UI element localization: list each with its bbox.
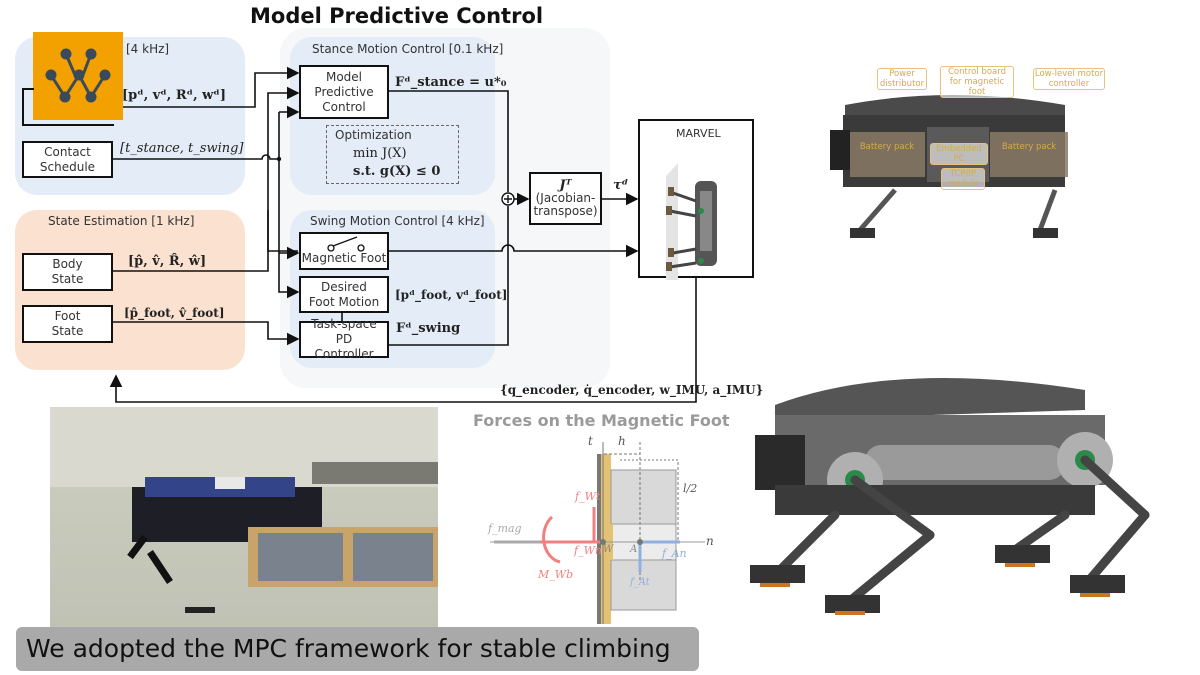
- optimization-objective: min J(X): [353, 146, 407, 161]
- optimization-box: Optimization min J(X) s.t. g(X) ≤ 0: [326, 125, 459, 184]
- foot-state-box: Foot State: [22, 305, 113, 343]
- dimension-l2-label: l/2: [683, 482, 698, 495]
- experiment-photo: [50, 407, 438, 627]
- f-wt-label: f_Wt: [575, 490, 601, 503]
- dimension-h-label: h: [618, 434, 626, 448]
- f-mag-label: f_mag: [488, 522, 522, 535]
- robot-climbing-icon: [666, 163, 717, 293]
- callout-motor-controller: Low-level motor controller: [1033, 68, 1105, 90]
- marvel-label: MARVEL: [676, 127, 721, 140]
- marvel-box: MARVEL: [638, 119, 754, 293]
- f-wn-label: f_Wn: [574, 544, 602, 557]
- magnetic-foot-force-diagram: [490, 442, 705, 624]
- foot-desired-signal: [pᵈ_foot, vᵈ_foot]: [395, 288, 508, 302]
- desired-state-signal: [pᵈ, vᵈ, Rᵈ, wᵈ]: [122, 88, 226, 103]
- m-wb-label: M_Wb: [538, 568, 574, 581]
- logo: [33, 32, 123, 120]
- optimization-title: Optimization: [335, 128, 412, 142]
- body-state-box: Body State: [22, 253, 113, 291]
- hardware-layout-image: Power distributor Control board for magn…: [815, 60, 1105, 250]
- planner-box-edge: [22, 88, 34, 126]
- jacobian-box: Jᵀ (Jacobian-transpose): [529, 172, 602, 225]
- axis-n-label: n: [706, 534, 714, 548]
- forces-title: Forces on the Magnetic Foot: [473, 411, 730, 430]
- network-graph-icon: [45, 48, 111, 103]
- torque-signal: τᵈ: [613, 178, 629, 193]
- optimization-constraint: s.t. g(X) ≤ 0: [353, 164, 441, 179]
- subtitle-caption: We adopted the MPC framework for stable …: [16, 627, 699, 671]
- body-estimate-signal: [p̂, v̂, R̂, ŵ]: [128, 254, 207, 269]
- jacobian-label: (Jacobian-transpose): [533, 191, 598, 218]
- callout-power-distributor: Power distributor: [877, 68, 927, 90]
- switch-icon: [327, 236, 365, 252]
- desired-foot-motion-box: Desired Foot Motion: [299, 276, 389, 313]
- callout-embedded-pc: Embedded PC: [930, 143, 988, 165]
- stance-force-signal: Fᵈ_stance = u*₀: [395, 75, 507, 90]
- robot-render-image: [745, 355, 1185, 615]
- point-a-label: A: [630, 544, 638, 555]
- forces-diagram: t h l/2 n f_mag f_Wt f_Wn M_Wb f_An f_At…: [480, 432, 720, 627]
- callout-magnetic-control-board: Control board for magnetic foot: [940, 66, 1014, 98]
- feedback-signal: {q_encoder, q̇_encoder, w_IMU, a_IMU}: [500, 383, 764, 397]
- magnetic-foot-label: Magnetic Foot: [301, 251, 387, 265]
- foot-estimate-signal: [p̂_foot, v̂_foot]: [124, 306, 225, 320]
- mpc-box: Model Predictive Control: [299, 65, 389, 119]
- jacobian-symbol: Jᵀ: [559, 178, 572, 193]
- callout-tcp-ip-module: TCP/IP module: [941, 168, 985, 190]
- f-an-label: f_An: [662, 547, 687, 560]
- callout-battery-right: Battery pack: [1001, 142, 1057, 152]
- swing-panel-label: Swing Motion Control [4 kHz]: [310, 214, 485, 228]
- contact-times-signal: [t_stance, t_swing]: [120, 141, 244, 156]
- pd-controller-box: Task-space PD Controller: [299, 317, 389, 361]
- axis-t-label: t: [588, 434, 593, 448]
- callout-battery-left: Battery pack: [859, 142, 915, 152]
- quadruped-robot-icon: [750, 378, 1150, 615]
- f-at-label: f_At: [630, 577, 650, 588]
- state-estimation-panel-label: State Estimation [1 kHz]: [48, 214, 195, 228]
- robot-walking-photo-icon: [50, 407, 438, 613]
- contact-schedule-box: Contact Schedule: [22, 141, 113, 178]
- diagram-title: Model Predictive Control: [250, 4, 544, 28]
- magnetic-foot-box: Magnetic Foot: [299, 232, 389, 270]
- planner-box-edge-bottom: [22, 124, 114, 126]
- point-w-label: W: [603, 544, 614, 555]
- swing-force-signal: Fᵈ_swing: [396, 321, 461, 336]
- planner-panel-label: [4 kHz]: [126, 42, 170, 56]
- stance-panel-label: Stance Motion Control [0.1 kHz]: [312, 42, 504, 56]
